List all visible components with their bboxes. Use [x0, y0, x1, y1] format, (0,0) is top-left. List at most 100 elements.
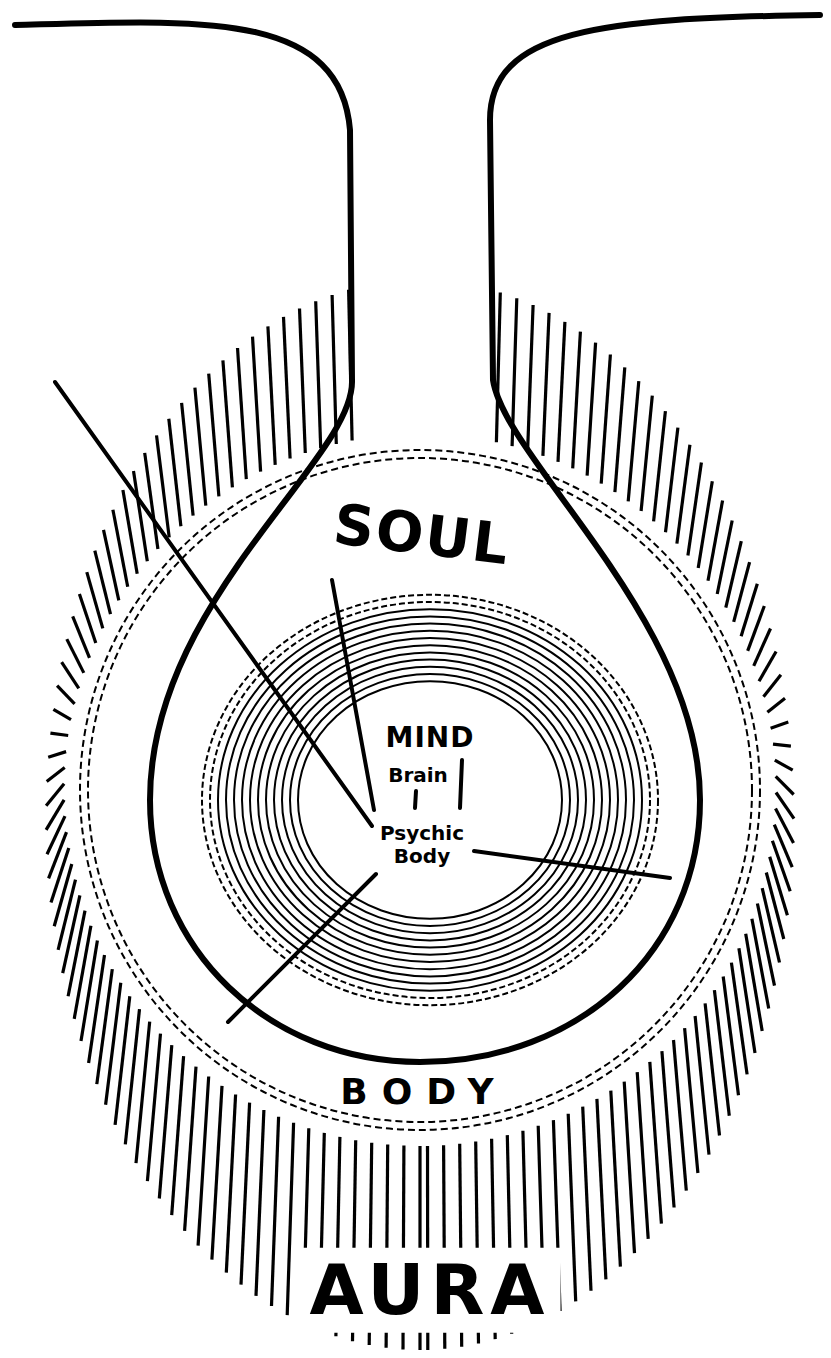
aura-ray [49, 832, 67, 878]
aura-ray [182, 403, 194, 516]
aura-ray [268, 326, 275, 465]
aura-ray [662, 1051, 674, 1207]
aura-ray [587, 343, 596, 476]
aura-ray [754, 629, 771, 666]
mind-ring [218, 609, 642, 991]
aura-ray [134, 471, 148, 561]
soul-outline [15, 15, 820, 1062]
psychic-body-label: Psychic Body [367, 822, 477, 868]
mind-circle: MIND BrainPsychic Body [200, 593, 660, 1007]
body-label: BODY [340, 1071, 507, 1112]
aura-ray [68, 911, 85, 997]
aura-ray [597, 1099, 606, 1279]
aura-ray [58, 880, 75, 950]
mind-ring [258, 645, 602, 955]
aura-ray [73, 616, 90, 658]
mind-rings [202, 595, 658, 1005]
aura-ray [666, 428, 678, 533]
aura-ray [95, 551, 111, 615]
aura-ray [695, 1016, 709, 1155]
aura-ray [223, 360, 233, 487]
aura-band: AURA BODY [40, 268, 800, 1356]
aura-ray [147, 1034, 160, 1182]
aura-ray [50, 733, 68, 735]
mind-ring [226, 616, 634, 983]
aura-ray [316, 301, 321, 448]
aura-ray [300, 309, 306, 454]
aura-ray [48, 752, 66, 758]
aura-ray [601, 355, 610, 484]
aura-ray [685, 1028, 698, 1173]
aura-ray [654, 411, 666, 521]
aura-ray [752, 919, 769, 1009]
aura-ray [226, 1095, 235, 1273]
mind-label: MIND [386, 722, 475, 754]
aura-ray [637, 1072, 648, 1239]
mind-ring [234, 624, 626, 977]
aura-ray [104, 530, 119, 600]
aura-ray [573, 332, 581, 469]
aura-ray [615, 367, 625, 492]
aura-ray [53, 709, 71, 719]
aura-ray [123, 490, 137, 574]
aura-ray [195, 388, 206, 506]
aura-ray [558, 322, 565, 462]
aura-ray [771, 722, 789, 728]
aura-ray [770, 857, 788, 916]
leader-line [460, 760, 462, 808]
aura-ray [241, 1103, 250, 1285]
aura-ray [287, 1123, 293, 1315]
aura-ray [762, 888, 779, 962]
aura-ray [677, 445, 690, 544]
aura-ray [54, 864, 72, 926]
aura-ray [624, 1082, 634, 1254]
aura-label: AURA [300, 1248, 561, 1333]
aura-ray [543, 313, 549, 456]
aura-ray [159, 1045, 172, 1198]
aura-ray [81, 941, 97, 1042]
mind-ring [274, 660, 586, 941]
aura-ray [51, 848, 69, 902]
mind-ring [210, 602, 650, 998]
leader-line [415, 791, 416, 808]
aura-ray [256, 1110, 264, 1296]
aura-ray [136, 1022, 150, 1163]
aura-ray [766, 873, 784, 940]
aura-ray [169, 419, 181, 527]
body-circle [88, 458, 752, 1122]
aura-ray [198, 1077, 209, 1246]
aura-ray [764, 675, 781, 697]
brain-label: Brain [388, 764, 448, 787]
aura-ray [238, 348, 247, 479]
aura-ray [63, 895, 80, 973]
aura-ray [496, 293, 500, 443]
aura-ray [757, 904, 774, 986]
aura-ray [775, 760, 793, 770]
aura-ray [698, 481, 712, 568]
aura-ray [67, 639, 84, 673]
aura-ray [157, 435, 170, 537]
aura-ray [772, 841, 790, 892]
aura-ray [774, 825, 792, 868]
aura-ray [209, 374, 219, 497]
mind-ring [242, 631, 618, 969]
aura-ray [145, 453, 158, 549]
aura-ray [674, 1040, 687, 1191]
soul-label: SOUL [330, 492, 514, 577]
aura-ray [332, 295, 336, 444]
aura-ray [767, 698, 785, 712]
aura-ray [688, 463, 702, 556]
aura-ray [113, 510, 128, 587]
aura-ray [641, 396, 652, 511]
aura-ray [708, 501, 723, 581]
mind-ring [250, 638, 610, 962]
mind-ring [282, 667, 578, 933]
aura-ray [46, 784, 64, 806]
aura-ray [284, 317, 291, 459]
aura-ray [650, 1062, 662, 1224]
aura-ray [172, 1056, 184, 1215]
aura-ray [87, 572, 103, 628]
aura-ray [47, 768, 65, 782]
